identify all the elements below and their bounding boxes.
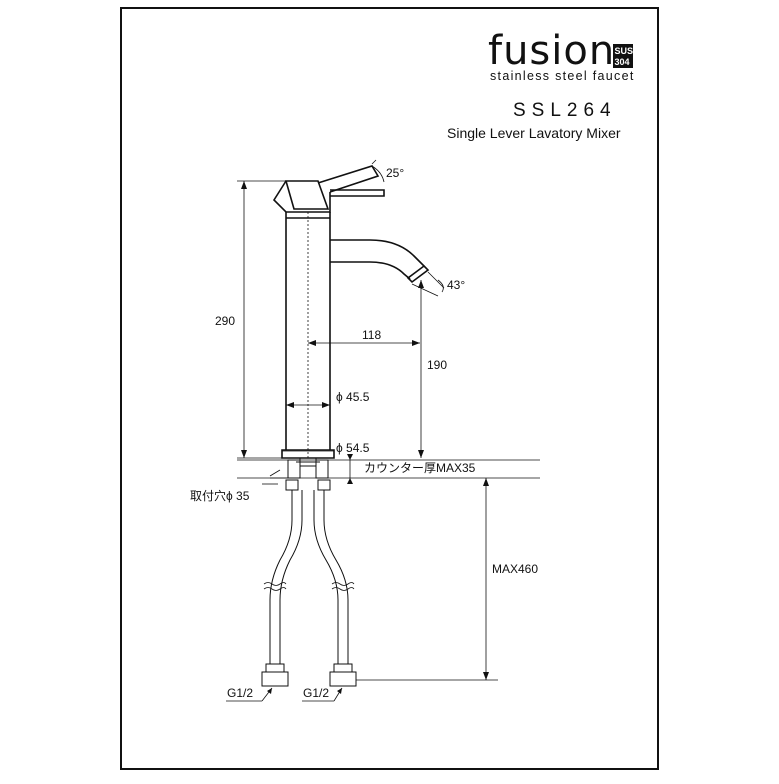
lever-angle-label: 25° <box>386 166 404 180</box>
spout-angle-mark: 43° <box>411 271 465 297</box>
handle-cap <box>284 180 330 210</box>
dim-total-height: 290 <box>215 180 286 459</box>
spout-height-label: 190 <box>427 358 447 372</box>
lever-horizontal <box>330 189 385 197</box>
column <box>285 212 331 450</box>
inlet-labels: G1/2 G1/2 <box>226 686 343 702</box>
dim-hose-length: MAX460 <box>356 478 538 681</box>
inlet-fittings <box>261 663 357 687</box>
sus304-badge <box>613 44 633 68</box>
brand-tagline: stainless steel faucet <box>490 69 635 83</box>
lever-angle-mark: 25° <box>371 159 404 183</box>
base-flange <box>281 449 335 459</box>
badge-bottom-text: 304 <box>615 57 630 67</box>
faucet-outline <box>272 165 430 459</box>
mounting-hole-label: 取付穴ϕ 35 <box>190 488 250 503</box>
model-number: SSL264 <box>513 100 617 121</box>
dim-body-diameter: ϕ 45.5 <box>286 390 370 408</box>
brand-logo: fusion <box>488 28 615 74</box>
mounting-assembly <box>262 457 331 491</box>
dim-base-diameter: ϕ 54.5 <box>282 441 370 455</box>
inlet-right-label: G1/2 <box>303 686 329 700</box>
inlet-left-label: G1/2 <box>227 686 253 700</box>
dim-spout-height: 190 <box>418 280 447 458</box>
sheet-border <box>120 7 659 770</box>
body-diameter-label: ϕ 45.5 <box>336 390 370 404</box>
aerator <box>406 264 430 284</box>
spout-top <box>330 239 425 267</box>
lever-tilted <box>317 165 380 193</box>
base-diameter-label: ϕ 54.5 <box>336 441 370 455</box>
supply-hoses <box>263 490 355 664</box>
spout-reach-label: 118 <box>362 328 381 342</box>
hose-length-label: MAX460 <box>492 562 538 576</box>
total-height-label: 290 <box>215 314 235 328</box>
handle-block <box>272 180 331 213</box>
product-description: Single Lever Lavatory Mixer <box>447 125 621 141</box>
counter-thickness-label: カウンター厚MAX35 <box>364 461 476 475</box>
spout-bottom <box>330 261 411 280</box>
spout-angle-label: 43° <box>447 278 465 292</box>
dim-spout-reach: 118 <box>307 212 420 460</box>
badge-top-text: SUS <box>615 46 634 56</box>
